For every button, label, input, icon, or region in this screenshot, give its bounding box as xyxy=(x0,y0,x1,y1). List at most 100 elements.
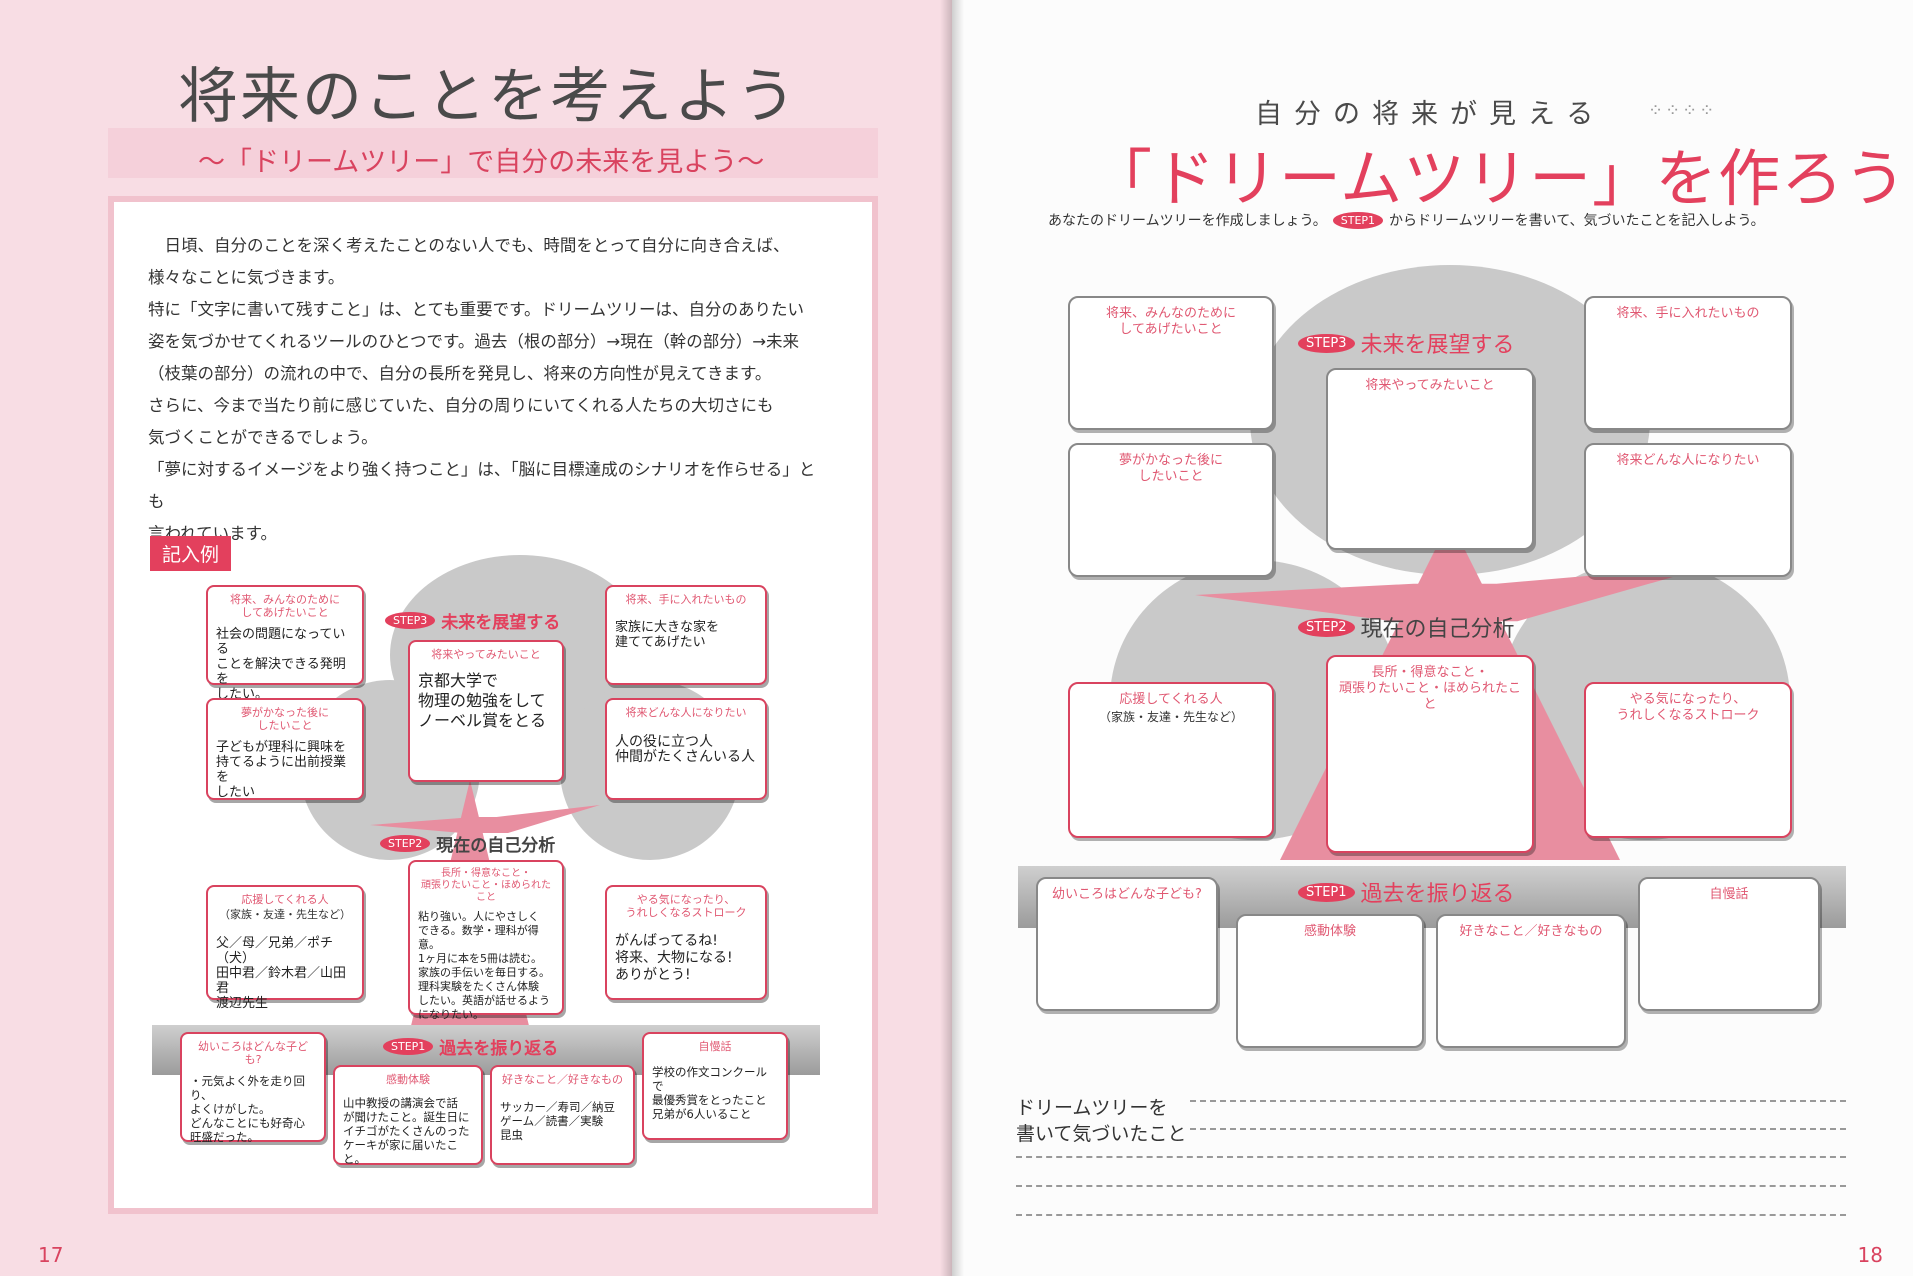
box-likes: 好きなこと／好きなもの サッカー／寿司／納豆 ゲーム／読書／実験 昆虫 xyxy=(490,1065,635,1165)
box-content: ・元気よく外を走り回り、 よくけがした。 どんなことにも好奇心 旺盛だった。 xyxy=(190,1074,305,1144)
step-badge: STEP1 xyxy=(383,1038,434,1055)
box-heading: 感動体験 xyxy=(1303,924,1356,939)
box-likes[interactable]: 好きなこと／好きなもの xyxy=(1436,914,1626,1048)
box-content: 山中教授の講演会で話 が聞けたこと。誕生日に イチゴがたくさんのった ケーキが家… xyxy=(343,1096,470,1166)
intro-text: あなたのドリームツリーを作成しましょう。 xyxy=(1048,213,1327,229)
page-number: 18 xyxy=(1857,1243,1883,1267)
box-supporters: 応援してくれる人 （家族・友達・先生など） 父／母／兄弟／ポチ（犬） 田中君／鈴… xyxy=(206,885,364,1011)
example-tag: 記入例 xyxy=(150,536,232,571)
intro-line: 言われています。 xyxy=(148,524,278,543)
box-after-dream[interactable]: 夢がかなった後に したいこと xyxy=(1068,443,1274,577)
box-heading: 夢がかなった後に したいこと xyxy=(1118,453,1223,484)
reflection-label: ドリームツリーを 書いて気づいたこと xyxy=(1016,1097,1187,1145)
writing-line[interactable] xyxy=(1016,1156,1846,1158)
box-childhood[interactable]: 幼いころはどんな子ども? xyxy=(1036,877,1218,1011)
step2-label: STEP2 現在の自己分析 xyxy=(1298,611,1515,643)
box-for-everyone[interactable]: 将来、みんなのために してあげたいこと xyxy=(1068,296,1274,430)
decorative-dots: ⁘⁘⁘⁘ xyxy=(1648,100,1717,121)
box-heading: 将来、みんなのために してあげたいこと xyxy=(230,593,340,619)
step-badge: STEP3 xyxy=(1298,333,1355,353)
step3-label: STEP3 未来を展望する xyxy=(385,608,560,633)
box-moving[interactable]: 感動体験 xyxy=(1236,914,1424,1048)
box-subheading: （家族・友達・先生など） xyxy=(1098,710,1243,724)
step-title: 過去を振り返る xyxy=(439,1039,559,1059)
intro-line: 姿を気づかせてくれるツールのひとつです。過去（根の部分）→現在（幹の部分）→未来 xyxy=(148,332,800,351)
intro-line: あなたのドリームツリーを作成しましょう。 STEP1 からドリームツリーを書いて… xyxy=(1048,210,1765,230)
box-content: 学校の作文コンクールで 最優秀賞をとったこと 兄弟が6人いること xyxy=(652,1065,767,1121)
page-title: 将来のことを考えよう xyxy=(178,62,798,132)
box-content: 粘り強い。人にやさしく できる。数学・理科が得意。 1ヶ月に本を5冊は読む。 家… xyxy=(418,910,550,1021)
box-heading: 将来どんな人になりたい xyxy=(625,706,747,719)
box-childhood: 幼いころはどんな子ども? ・元気よく外を走り回り、 よくけがした。 どんなことに… xyxy=(180,1032,326,1144)
box-heading: 好きなこと／好きなもの xyxy=(1459,924,1603,939)
box-heading: やる気になったり、 うれしくなるストローク xyxy=(1616,692,1760,723)
box-motivation[interactable]: やる気になったり、 うれしくなるストローク xyxy=(1584,682,1792,838)
step-badge: STEP1 xyxy=(1298,882,1355,902)
box-want-things[interactable]: 将来、手に入れたいもの xyxy=(1584,296,1792,430)
step-title: 現在の自己分析 xyxy=(1360,617,1515,642)
box-future-person: 将来どんな人になりたい 人の役に立つ人 仲間がたくさんいる人 xyxy=(605,698,767,800)
step-title: 未来を展望する xyxy=(1360,333,1515,358)
box-heading: 自慢話 xyxy=(1709,887,1749,902)
intro-line: さらに、今まで当たり前に感じていた、自分の周りにいてくれる人たちの大切さにも xyxy=(148,396,774,415)
box-want-to-do[interactable]: 将来やってみたいこと xyxy=(1326,368,1534,550)
box-heading: 将来、手に入れたいもの xyxy=(1616,306,1760,321)
box-strengths[interactable]: 長所・得意なこと・ 頑張りたいこと・ほめられたこと xyxy=(1326,655,1534,853)
box-content: 京都大学で 物理の勉強をして ノーベル賞をとる xyxy=(418,671,547,730)
box-heading: 将来やってみたいこと xyxy=(1365,378,1495,393)
box-heading: 幼いころはどんな子ども? xyxy=(1052,887,1202,902)
step3-label: STEP3 未来を展望する xyxy=(1298,327,1515,359)
intro-text: からドリームツリーを書いて、気づいたことを記入しよう。 xyxy=(1389,213,1765,229)
writing-line[interactable] xyxy=(1190,1128,1846,1130)
box-heading: 応援してくれる人 xyxy=(241,893,329,906)
box-want-things: 将来、手に入れたいもの 家族に大きな家を 建ててあげたい xyxy=(605,585,767,685)
box-heading: 将来、みんなのために してあげたいこと xyxy=(1105,306,1236,337)
box-heading: 感動体験 xyxy=(386,1073,430,1086)
box-heading: 応援してくれる人 xyxy=(1119,692,1223,707)
box-strengths: 長所・得意なこと・ 頑張りたいこと・ほめられたこと 粘り強い。人にやさしく でき… xyxy=(408,860,564,1021)
box-after-dream: 夢がかなった後に したいこと 子どもが理科に興味を 持てるように出前授業を した… xyxy=(206,698,364,800)
box-heading: 将来、手に入れたいもの xyxy=(625,593,747,606)
page-title: 「ドリームツリー」を作ろう xyxy=(1090,142,1908,215)
box-heading: 長所・得意なこと・ 頑張りたいこと・ほめられたこと xyxy=(421,868,551,903)
step-badge: STEP2 xyxy=(1298,617,1355,637)
page-subtitle: ～「ドリームツリー」で自分の未来を見よう～ xyxy=(198,147,765,178)
box-content: 父／母／兄弟／ポチ（犬） 田中君／鈴木君／山田君 渡辺先生 xyxy=(216,936,347,1011)
step2-label: STEP2 現在の自己分析 xyxy=(380,831,555,856)
box-future-person[interactable]: 将来どんな人になりたい xyxy=(1584,443,1792,577)
intro-text: 日頃、自分のことを深く考えたことのない人でも、時間をとって自分に向き合えば、 様… xyxy=(148,230,828,550)
box-heading: 夢がかなった後に したいこと xyxy=(241,706,329,732)
step-title: 現在の自己分析 xyxy=(436,836,556,856)
box-boast[interactable]: 自慢話 xyxy=(1638,877,1820,1011)
box-heading: 将来やってみたいこと xyxy=(431,648,541,661)
writing-line[interactable] xyxy=(1190,1100,1846,1102)
box-moving: 感動体験 山中教授の講演会で話 が聞けたこと。誕生日に イチゴがたくさんのった … xyxy=(333,1065,483,1166)
box-motivation: やる気になったり、 うれしくなるストローク がんばってるね! 将来、大物になる!… xyxy=(605,885,767,1000)
writing-line[interactable] xyxy=(1016,1214,1846,1216)
intro-line: 特に「文字に書いて残すこと」は、とても重要です。ドリームツリーは、自分のありたい xyxy=(148,300,805,319)
box-heading: 自慢話 xyxy=(698,1040,732,1053)
subtitle-band xyxy=(108,128,878,178)
box-heading: 将来どんな人になりたい xyxy=(1616,453,1760,468)
step-badge: STEP1 xyxy=(1332,211,1384,229)
step1-label: STEP1 過去を振り返る xyxy=(383,1034,558,1059)
box-boast: 自慢話 学校の作文コンクールで 最優秀賞をとったこと 兄弟が6人いること xyxy=(642,1032,788,1140)
writing-line[interactable] xyxy=(1016,1185,1846,1187)
box-heading: 好きなこと／好きなもの xyxy=(502,1073,623,1086)
box-content: 社会の問題になっている ことを解決できる発明を したい。 xyxy=(216,627,346,702)
box-heading: やる気になったり、 うれしくなるストローク xyxy=(625,893,747,919)
page-number: 17 xyxy=(38,1243,64,1267)
intro-line: 様々なことに気づきます。 xyxy=(148,268,345,287)
book-gutter xyxy=(940,0,964,1276)
box-subheading: （家族・友達・先生など） xyxy=(219,908,351,921)
step-title: 過去を振り返る xyxy=(1360,882,1515,907)
step1-label: STEP1 過去を振り返る xyxy=(1298,876,1515,908)
left-page: 将来のことを考えよう ～「ドリームツリー」で自分の未来を見よう～ 日頃、自分のこ… xyxy=(0,0,952,1276)
box-heading: 幼いころはどんな子ども? xyxy=(198,1040,308,1066)
box-content: 家族に大きな家を 建ててあげたい xyxy=(615,620,720,650)
step-title: 未来を展望する xyxy=(441,613,561,633)
box-supporters[interactable]: 応援してくれる人 （家族・友達・先生など） xyxy=(1068,682,1274,838)
intro-line: 気づくことができるでしょう。 xyxy=(148,428,378,447)
box-content: がんばってるね! 将来、大物になる! ありがとう! xyxy=(615,933,733,983)
page-supertitle: 自分の将来が見える xyxy=(1255,99,1606,130)
